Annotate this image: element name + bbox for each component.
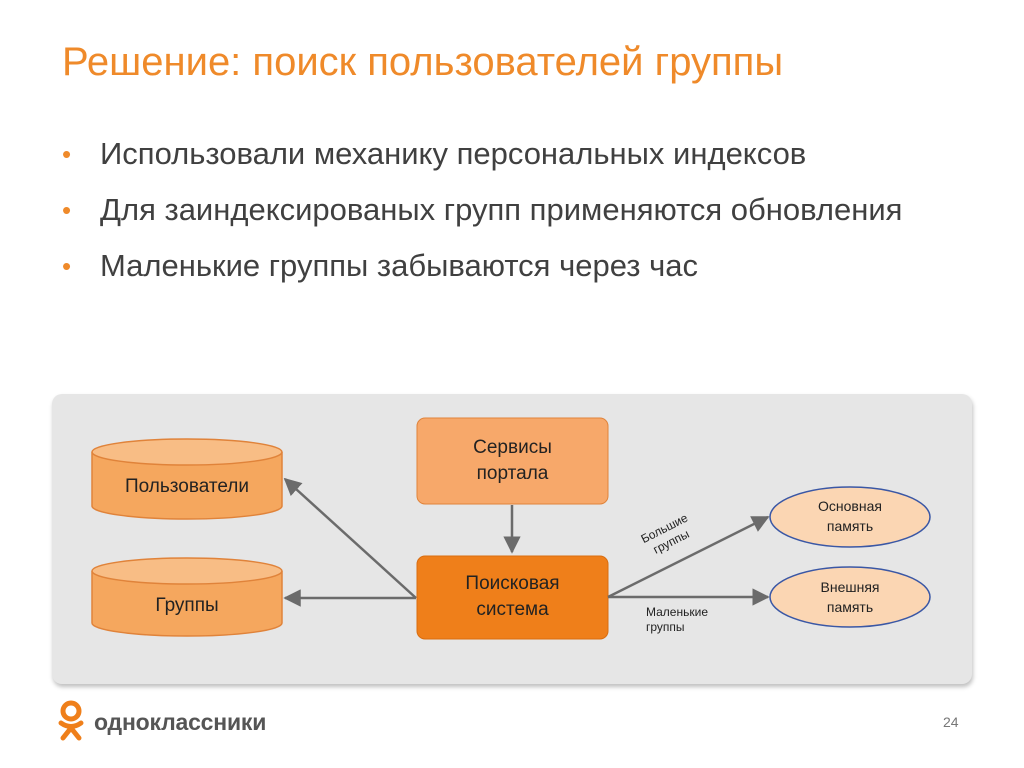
users-database-shape (91, 438, 283, 520)
bullet-item: • Использовали механику персональных инд… (62, 132, 962, 176)
groups-database-label: Группы (155, 595, 219, 616)
users-database-label: Пользователи (124, 476, 249, 497)
bullet-dot-icon: • (62, 195, 72, 225)
external-memory-shape (769, 566, 931, 628)
portal-services-shape (416, 417, 609, 505)
edge-search-to-users (283, 477, 417, 599)
groups-database-shape (91, 557, 283, 637)
bullet-text: Для заиндексированых групп применяются о… (100, 192, 903, 227)
bullet-dot-icon: • (62, 251, 72, 281)
slide-title: Решение: поиск пользователей группы (62, 40, 784, 84)
bullet-dot-icon: • (62, 139, 72, 169)
bullet-text: Маленькие группы забываются через час (100, 248, 698, 283)
portal-services-label: Сервисы портала (473, 437, 552, 484)
bullet-item: • Для заиндексированых групп применяются… (62, 188, 962, 232)
small-groups-edge-label: Маленькие группы (646, 605, 726, 635)
main-memory-label: Основная память (818, 498, 882, 534)
odnoklassniki-logo-icon (58, 700, 84, 741)
brand-name: одноклассники (94, 709, 267, 735)
search-system-label: Поисковая система (465, 573, 560, 620)
main-memory-shape (769, 486, 931, 548)
bullet-item: • Маленькие группы забываются через час (62, 244, 962, 288)
small-groups-text: Маленькие группы (646, 605, 708, 634)
external-memory-label: Внешняя память (820, 579, 880, 615)
page-number: 24 (943, 714, 959, 730)
bullet-text: Использовали механику персональных индек… (100, 136, 807, 171)
bullet-list: • Использовали механику персональных инд… (62, 132, 962, 300)
edge-search-to-main-memory (607, 515, 770, 599)
